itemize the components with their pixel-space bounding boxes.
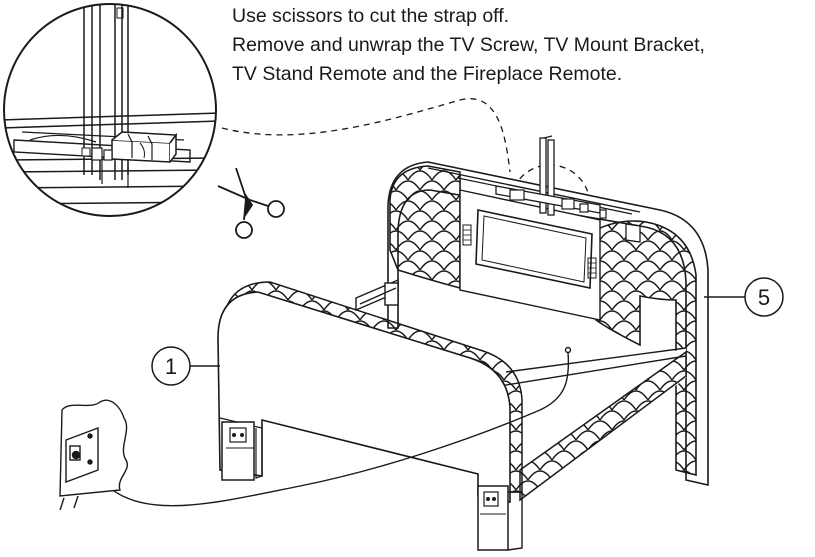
scissors-icon (217, 167, 285, 239)
instruction-line-1: Use scissors to cut the strap off. (232, 5, 510, 27)
footboard (217, 281, 523, 551)
callout-label-1: 1 (165, 354, 177, 379)
detail-leader-line (221, 98, 511, 173)
wall-outlet (59, 399, 128, 511)
callout-part-5: 5 (704, 277, 784, 317)
instruction-text: Use scissors to cut the strap off. Remov… (232, 2, 812, 89)
rail-bracket (355, 278, 399, 312)
side-rail (490, 347, 687, 510)
headboard (387, 135, 709, 487)
callout-part-1: 1 (151, 346, 220, 386)
callout-label-5: 5 (758, 285, 770, 310)
strap-detail-view (3, 3, 217, 217)
instruction-line-2: Remove and unwrap the TV Screw, TV Mount… (232, 34, 705, 56)
instruction-line-3: TV Stand Remote and the Fireplace Remote… (232, 63, 623, 85)
